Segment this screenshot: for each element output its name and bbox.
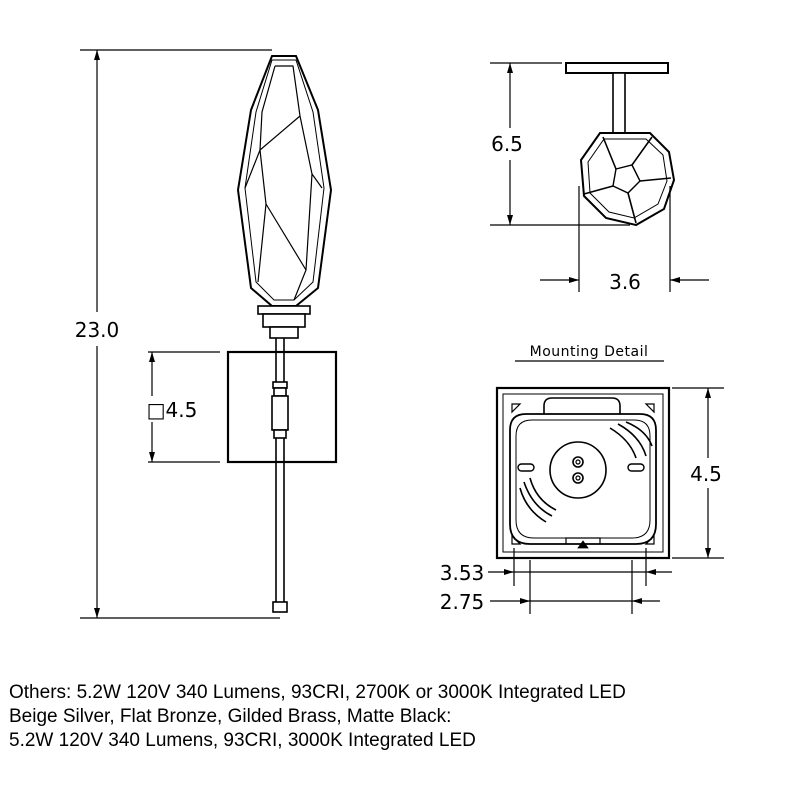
side-arm [612,72,626,134]
overall-height-dimension [80,49,280,619]
mounting-plate [495,386,671,560]
shade-width-dimension [540,186,709,292]
shade-collar [257,305,311,339]
spec-note-line: Beige Silver, Flat Bronze, Gilded Brass,… [9,706,452,727]
side-view [565,62,676,227]
slot-inner-label: 2.75 [440,590,485,614]
slot-outer-label: 3.53 [440,561,485,585]
plate-height-label: 4.5 [690,462,722,486]
overall-height-label: 23.0 [75,318,120,342]
side-backplate [565,62,669,74]
crystal-shade [236,55,333,307]
spec-note-line: Others: 5.2W 120V 340 Lumens, 93CRI, 270… [9,682,626,703]
projection-dimension [490,62,630,226]
side-crystal [579,132,676,227]
spec-note-line: 5.2W 120V 340 Lumens, 93CRI, 3000K Integ… [9,730,476,751]
mounting-detail-caption: Mounting Detail [530,344,649,360]
shade-width-label: 3.6 [609,270,641,294]
stem [271,338,289,613]
backplate-dimension [148,351,220,463]
projection-label: 6.5 [491,132,523,156]
slot-spacing-dimensions [488,548,672,614]
plate-height-dimension [672,387,724,559]
spec-notes: Others: 5.2W 120V 340 Lumens, 93CRI, 270… [9,681,799,753]
backplate-label: □4.5 [147,398,198,422]
front-view [226,55,338,613]
